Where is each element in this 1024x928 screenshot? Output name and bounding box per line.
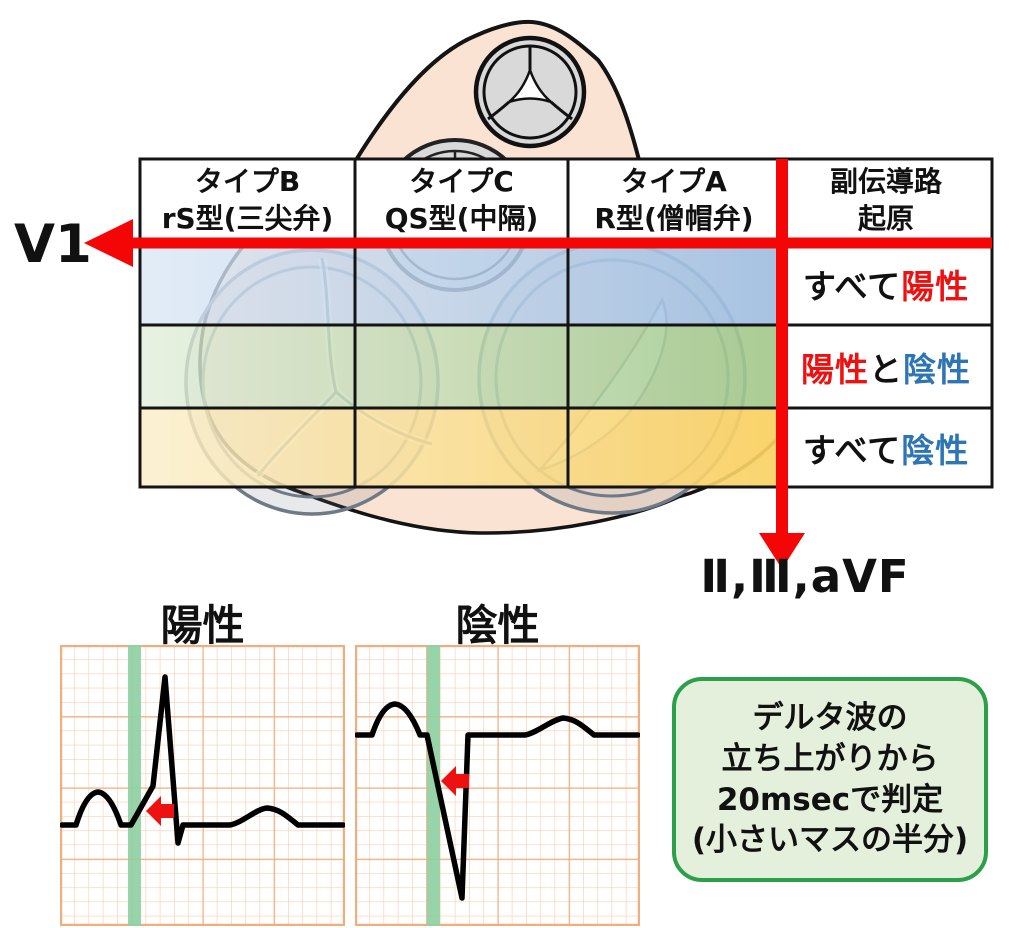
header-pathway-origin-line2: 起原 [857,202,914,235]
row3-text-blue: 陰性 [901,430,970,470]
header-type-b: タイプB rS型(三尖弁) [140,159,355,243]
header-type-a-line2: R型(僧帽弁) [594,202,754,235]
header-pathway-origin-line1: 副伝導路 [829,165,942,199]
note-line-1: デルタ波の [752,699,908,736]
inferior-arrowhead-icon [759,533,805,569]
header-type-a: タイプA R型(僧帽弁) [568,159,780,243]
ecg-grid-major [60,645,345,926]
row-all-positive-band [141,243,780,325]
ecg-negative-trace [355,701,640,901]
ecg-positive-trace [60,674,345,846]
note-line-3: 20msecで判定 [716,781,944,818]
delta-pointer-icon [441,766,469,796]
row2-text-red: 陽性 [801,349,869,389]
inferior-leads-arrow [759,159,805,569]
row2-text-blue: 陰性 [903,349,971,389]
heart-table-illustration [84,19,994,569]
row3-text-black: すべて [802,430,902,470]
row-label-pos-and-neg: 陽性と陰性 [780,325,992,408]
v1-arrowhead-icon [84,219,133,267]
ecg-negative-panel [355,645,640,926]
note-line-2: 立ち上がりから [721,740,939,777]
header-type-b-line2: rS型(三尖弁) [161,202,334,235]
ecg-positive-title: 陽性 [160,601,245,650]
row-all-negative-band [141,408,780,487]
delta-onset-band [427,645,440,926]
row1-text-black: すべて [802,267,902,306]
inferior-leads-label: Ⅱ,Ⅲ,aVF [700,550,910,603]
ecg-negative-title: 陰性 [455,601,540,650]
v1-arrow [84,219,992,267]
delta-note-box: デルタ波の 立ち上がりから 20msecで判定 (小さいマスの半分) [672,677,988,882]
ecg-positive-panel [60,645,345,926]
header-type-c-line2: QS型(中隔) [384,202,539,235]
delta-pointer-icon [146,796,174,826]
row-label-all-negative: すべて陰性 [780,408,992,487]
delta-onset-band [128,645,141,926]
header-type-c-line1: タイプC [409,165,514,199]
row-pos-and-neg-band [141,325,780,408]
header-pathway-origin: 副伝導路 起原 [780,159,992,243]
row-label-all-positive: すべて陽性 [780,243,992,325]
pulmonary-valve [473,35,587,149]
header-type-b-line1: タイプB [194,165,301,199]
type-table-cells [140,159,992,487]
header-type-a-line1: タイプA [621,165,727,199]
v1-label: V1 [14,214,92,275]
note-line-4: (小さいマスの半分) [691,822,969,859]
header-type-c: タイプC QS型(中隔) [355,159,568,243]
ecg-grid-major [355,645,640,926]
row1-text-red: 陽性 [901,267,970,306]
row2-text-black: と [869,349,903,389]
